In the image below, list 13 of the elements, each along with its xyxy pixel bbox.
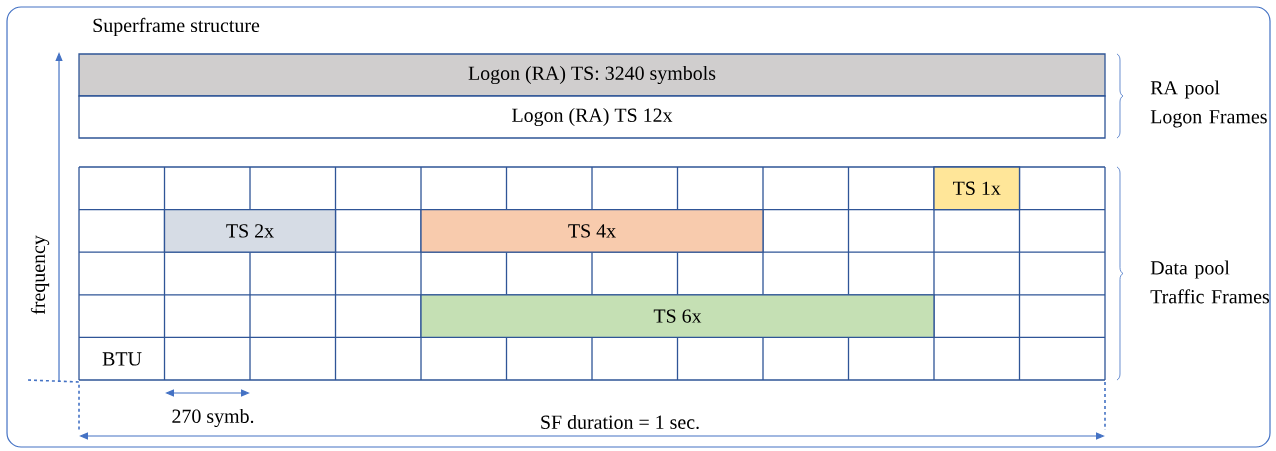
unit-label: BTU: [102, 352, 142, 366]
dimension-label: 270 symb.: [172, 408, 254, 428]
axis-label: frequency: [30, 235, 50, 315]
logon-slot-bar: Logon (RA) TS: 3240 symbols: [78, 53, 1106, 97]
dimension-label: SF duration = 1 sec.: [541, 414, 699, 430]
brace-label: Data pool Traffic Frames: [1150, 260, 1270, 304]
logon-slot-bar: Logon (RA) TS 12x: [78, 95, 1106, 139]
brace-label: RA pool Logon Frames: [1150, 80, 1267, 128]
timeslot-block: TS 1x: [933, 166, 1021, 211]
diagram-title: Superframe structure: [93, 17, 260, 37]
timeslot-block: TS 6x: [420, 294, 935, 339]
timeslot-block: TS 4x: [420, 208, 764, 253]
timeslot-block: TS 2x: [163, 208, 337, 253]
